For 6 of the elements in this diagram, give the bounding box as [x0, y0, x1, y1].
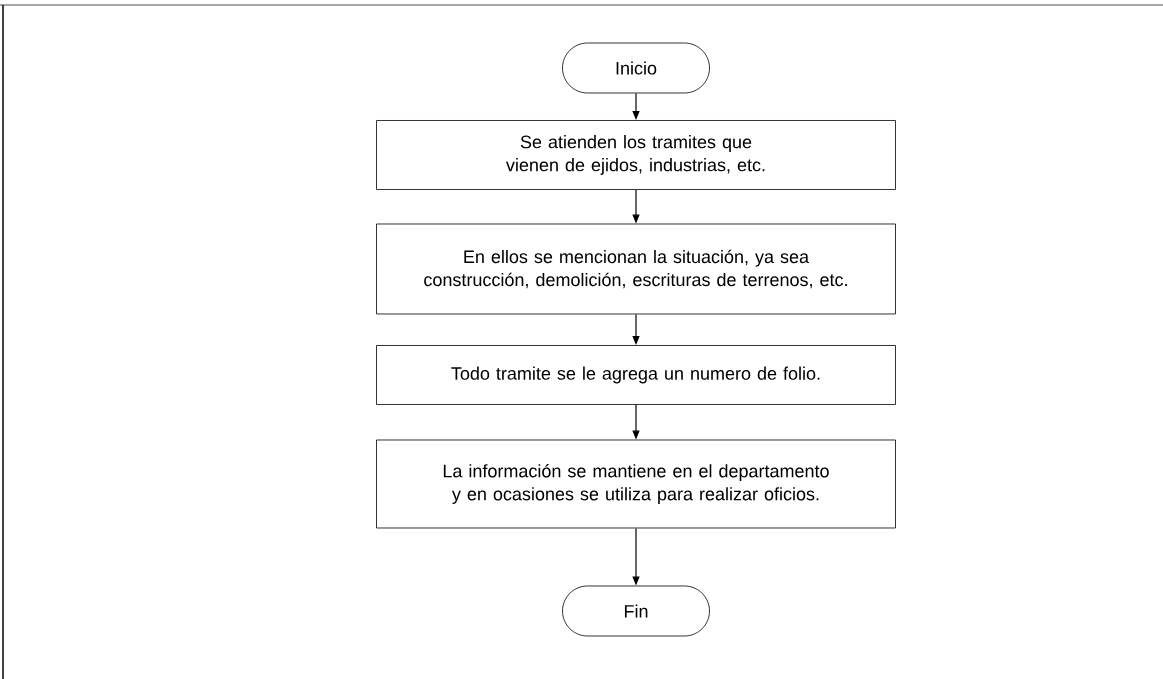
- process-box: Todo tramite se le agrega un numero de folio.: [376, 345, 896, 405]
- arrow: [632, 313, 640, 345]
- process-box: La información se mantiene en el departamento y en ocasiones se utiliza para realizar oficios.: [376, 439, 896, 529]
- arrow: [632, 92, 640, 120]
- process-box: En ellos se mencionan la situación, ya sea construcción, demolición, escrituras de terrenos, etc.: [376, 223, 896, 315]
- process-box: Se atienden los tramites que vienen de ejidos, industrias, etc.: [376, 120, 896, 190]
